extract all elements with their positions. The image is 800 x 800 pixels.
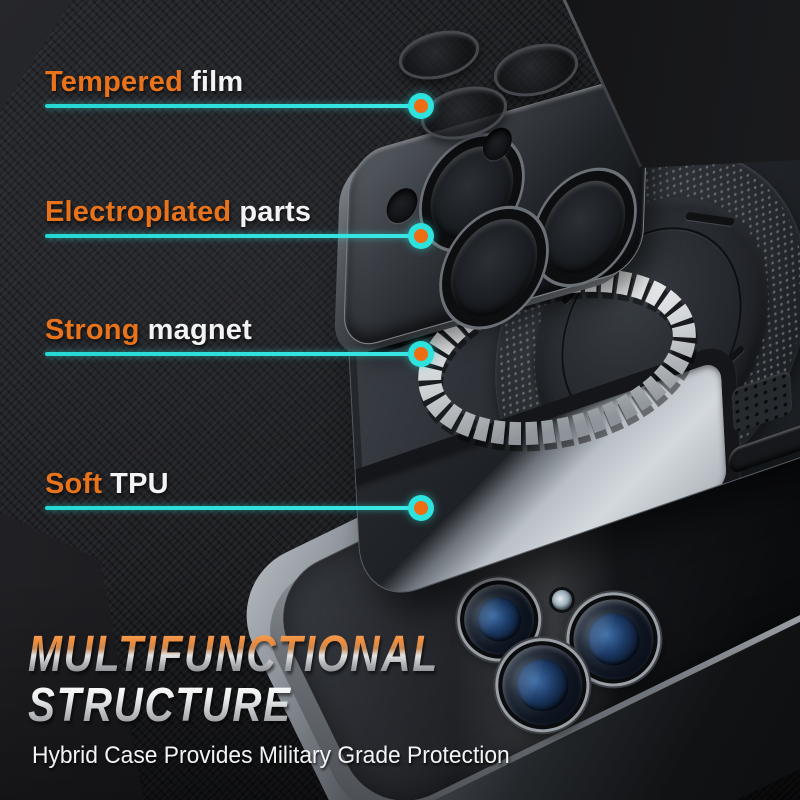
lens-glass	[579, 605, 648, 674]
callout-highlight: Soft	[45, 468, 103, 500]
callout-label: film	[191, 66, 244, 98]
callout-highlight: Tempered	[45, 66, 184, 98]
callout-highlight: Strong	[45, 314, 140, 346]
callout-highlight: Electroplated	[45, 196, 232, 228]
callout-dot	[408, 495, 434, 521]
callout-dot-core	[414, 229, 428, 243]
callout-dot-core	[414, 501, 428, 515]
callout-dot-core	[414, 99, 428, 113]
title-line-1: MULTIFUNCTIONAL	[28, 625, 439, 682]
phone-flash	[548, 586, 576, 614]
callout-line	[45, 234, 421, 238]
callout-dot-core	[414, 347, 428, 361]
callout-label: TPU	[110, 468, 169, 500]
callout-line	[45, 352, 421, 356]
callout-label: magnet	[147, 314, 252, 346]
callout-dot	[408, 223, 434, 249]
callout-line	[45, 104, 421, 108]
subtitle: Hybrid Case Provides Military Grade Prot…	[32, 742, 510, 769]
callout-dot	[408, 93, 434, 119]
title-line-2: STRUCTURE	[28, 682, 459, 730]
callout-label: parts	[239, 196, 312, 228]
callout-dot	[408, 341, 434, 367]
title-block: MULTIFUNCTIONAL STRUCTURE	[28, 628, 541, 730]
callout-line	[45, 506, 421, 510]
